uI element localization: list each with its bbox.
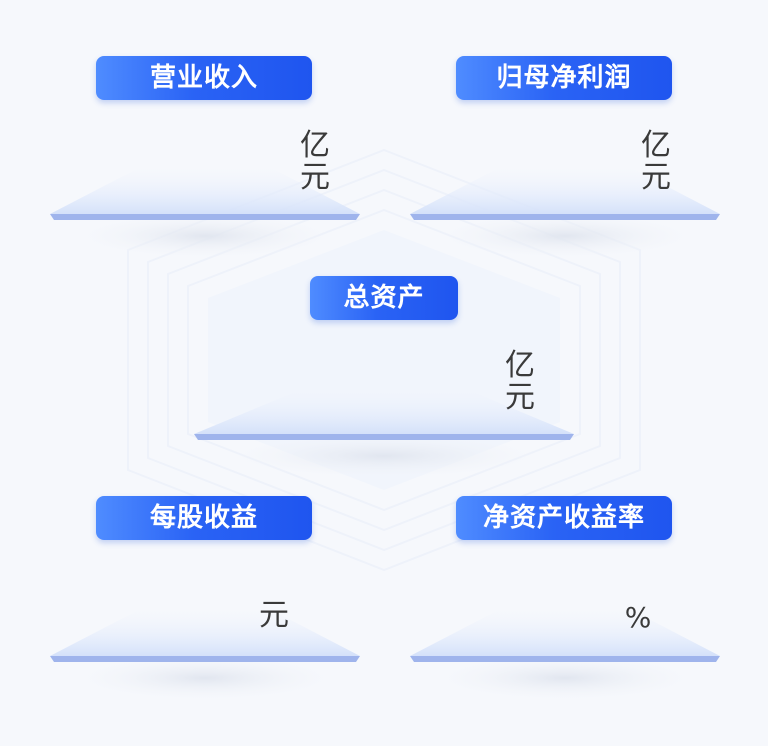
metric-platform [194, 382, 574, 480]
unit-label: 亿 元 [641, 128, 671, 195]
metric-title-badge: 归母净利润 [456, 56, 672, 100]
metric-title-badge: 每股收益 [96, 496, 312, 540]
unit-label: 亿 元 [505, 348, 535, 415]
metric-title-badge: 净资产收益率 [456, 496, 672, 540]
metric-platform [50, 162, 360, 260]
metric-platform [410, 162, 720, 260]
metric-title-badge: 总资产 [310, 276, 458, 320]
metric-platform [410, 604, 720, 702]
unit-label: 元 [259, 598, 289, 633]
unit-label: % [624, 601, 652, 634]
unit-label: 亿 元 [300, 128, 330, 195]
metric-platform [50, 604, 360, 702]
metric-title-badge: 营业收入 [96, 56, 312, 100]
